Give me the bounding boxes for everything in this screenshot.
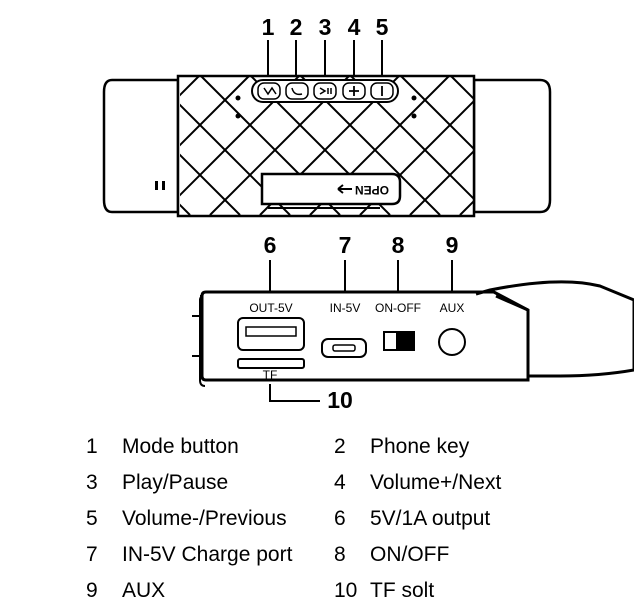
open-label: OPEN	[355, 183, 389, 197]
volume-down-button[interactable]	[370, 82, 394, 100]
legend-text: Phone key	[370, 435, 470, 458]
mode-button[interactable]	[257, 82, 281, 100]
legend-text: ON/OFF	[370, 543, 450, 566]
legend-number: 1	[86, 435, 98, 458]
legend-number: 9	[86, 579, 98, 602]
callout-9: 9	[446, 232, 459, 258]
legend-text: AUX	[122, 579, 166, 602]
legend-number: 7	[86, 543, 98, 566]
micro-usb-port[interactable]	[321, 338, 367, 358]
legend-number: 4	[334, 471, 346, 494]
callout-4: 4	[348, 14, 361, 40]
power-switch[interactable]	[383, 331, 415, 351]
callout-2: 2	[290, 14, 303, 40]
legend-number: 3	[86, 471, 98, 494]
callout-1: 1	[262, 14, 275, 40]
legend-text: TF solt	[370, 579, 435, 602]
aux-label: AUX	[440, 301, 465, 315]
callout-7: 7	[339, 232, 352, 258]
speaker-body	[102, 74, 552, 218]
mode-icon	[263, 86, 277, 96]
plus-icon	[349, 86, 359, 96]
legend-number: 2	[334, 435, 346, 458]
phone-icon	[291, 87, 303, 96]
play-pause-icon	[319, 87, 332, 95]
button-strip	[251, 79, 399, 103]
open-cover[interactable]: OPEN	[260, 172, 402, 209]
arrow-left-icon	[337, 184, 352, 194]
tf-slot[interactable]	[237, 358, 305, 369]
legend-text: Volume-/Previous	[122, 507, 287, 530]
in-5v-label: IN-5V	[330, 301, 361, 315]
legend-text: Play/Pause	[122, 471, 229, 494]
legend-text: Mode button	[122, 435, 239, 458]
callout-6: 6	[264, 232, 277, 258]
legend-number: 5	[86, 507, 98, 530]
on-off-label: ON-OFF	[375, 301, 421, 315]
out-5v-label: OUT-5V	[249, 301, 292, 315]
legend-text: 5V/1A output	[370, 507, 491, 530]
legend-number: 6	[334, 507, 346, 530]
top-leader-lines	[267, 40, 383, 78]
callout-10: 10	[327, 387, 353, 413]
legend-number: 10	[334, 579, 358, 602]
lower-leader-lines	[269, 260, 453, 292]
speaker-diagram: 1 2 3 4 5	[102, 14, 634, 413]
usb-out-port[interactable]	[237, 317, 305, 351]
callout-8: 8	[392, 232, 405, 258]
legend-text: Volume+/Next	[370, 471, 502, 494]
play-pause-button[interactable]	[313, 82, 337, 100]
callout-3: 3	[319, 14, 332, 40]
tf-label: TF	[263, 368, 278, 382]
legend-number: 8	[334, 543, 346, 566]
tf-leader-line	[269, 384, 320, 402]
phone-button[interactable]	[285, 82, 309, 100]
volume-up-button[interactable]	[342, 82, 366, 100]
legend-text: IN-5V Charge port	[122, 543, 293, 566]
legend: 1 Mode button 2 Phone key 3 Play/Pause 4…	[0, 430, 634, 615]
callout-5: 5	[376, 14, 389, 40]
aux-port[interactable]	[438, 328, 466, 356]
